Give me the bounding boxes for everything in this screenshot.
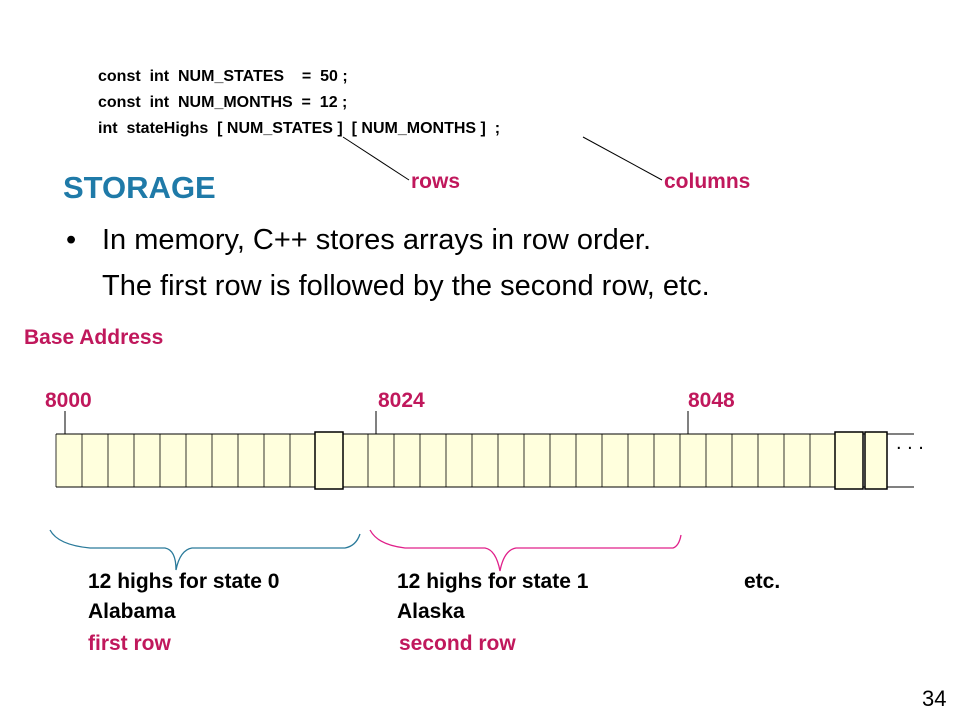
second-row-label: second row [399, 632, 516, 655]
highlight-cell [314, 431, 344, 490]
memory-strip [56, 434, 856, 487]
columns-label: columns [664, 170, 751, 193]
code-line-num-months: const int NUM_MONTHS = 12 ; [98, 94, 348, 111]
highlight-cell [834, 431, 864, 490]
etc-caption: etc. [744, 570, 781, 593]
address-label: 8000 [45, 389, 92, 412]
address-label: 8048 [688, 389, 735, 412]
page-number: 34 [922, 686, 947, 711]
first-row-brace [49, 529, 361, 571]
state0-caption: 12 highs for state 0 [88, 570, 280, 593]
base-address-label: Base Address [24, 326, 164, 349]
storage-heading: STORAGE [63, 170, 216, 205]
highlight-cell [864, 431, 888, 490]
state1-caption: 12 highs for state 1 [397, 570, 589, 593]
second-row-brace [369, 529, 682, 572]
address-label: 8024 [378, 389, 425, 412]
first-row-label: first row [88, 632, 171, 655]
columns-pointer-line [582, 136, 663, 181]
ellipsis: . . . [896, 432, 924, 454]
state1-name: Alaska [397, 600, 465, 623]
bullet-line-1: In memory, C++ stores arrays in row orde… [102, 224, 652, 256]
bullet-line-2: The first row is followed by the second … [102, 270, 710, 302]
rows-pointer-line [342, 136, 410, 181]
bullet-marker: • [66, 224, 77, 256]
code-line-num-states: const int NUM_STATES = 50 ; [98, 68, 348, 85]
rows-label: rows [411, 170, 461, 193]
state0-name: Alabama [88, 600, 176, 623]
code-line-statehighs: int stateHighs [ NUM_STATES ] [ NUM_MONT… [98, 120, 501, 137]
